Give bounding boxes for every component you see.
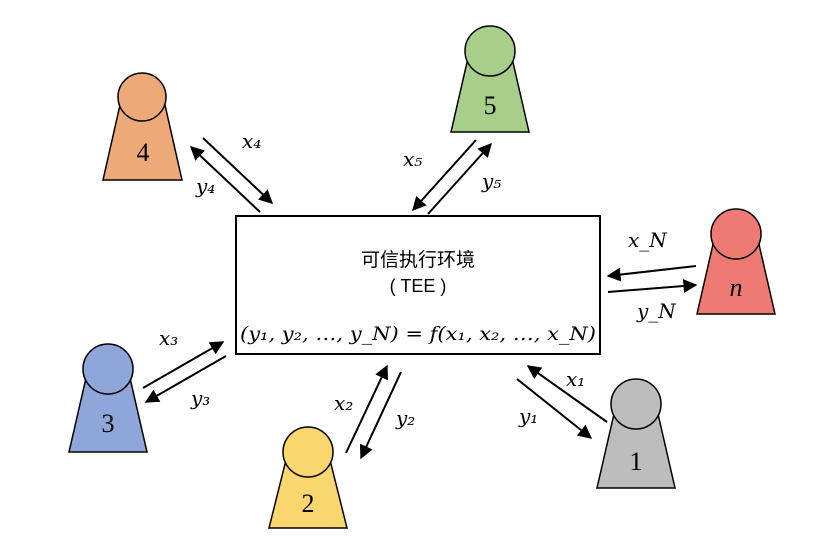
arrow-x1 [526, 365, 608, 423]
arrow-x3 [142, 341, 225, 389]
arrow-y4 [189, 146, 261, 213]
node-4-label: 4 [137, 138, 150, 167]
tee-subtitle: ( TEE ) [390, 276, 447, 296]
node-5: 5 [450, 25, 530, 133]
node-3-head [82, 343, 134, 395]
node-5-head [464, 25, 516, 77]
arrow-labels: x₄ y₄ x₅ y₅ x_N y_N x₃ y₃ x₂ y₂ x₁ y₁ [159, 129, 677, 430]
node-n-label: n [730, 273, 743, 302]
node-3-label: 3 [102, 409, 115, 438]
node-n: n [696, 208, 776, 315]
label-y3: y₃ [190, 386, 210, 410]
label-x4: x₄ [242, 129, 261, 153]
node-n-head [710, 208, 762, 260]
tee-formula: (y₁, y₂, …, y_N) = f(x₁, x₂, …, x_N) [240, 323, 596, 345]
node-5-label: 5 [484, 91, 497, 120]
arrow-y1 [516, 378, 593, 439]
arrows [142, 137, 698, 460]
arrow-x4 [202, 137, 274, 204]
label-x2: x₂ [334, 391, 353, 415]
label-xN: x_N [628, 228, 668, 252]
node-2: 2 [268, 426, 348, 529]
arrow-xN [606, 265, 697, 282]
label-y2: y₂ [395, 406, 415, 430]
label-x1: x₁ [566, 367, 585, 391]
node-2-label: 2 [302, 489, 315, 518]
node-4-head [117, 72, 167, 122]
label-x3: x₃ [159, 326, 178, 350]
arrow-x2 [345, 364, 388, 454]
arrow-y3 [144, 355, 227, 403]
arrow-y5 [427, 142, 492, 215]
node-1-head [610, 378, 662, 430]
node-1-label: 1 [630, 447, 643, 476]
node-4: 4 [102, 72, 183, 181]
tee-box: 可信执行环境 ( TEE ) (y₁, y₂, …, y_N) = f(x₁, … [235, 215, 601, 355]
label-yN: y_N [636, 299, 677, 323]
tee-title: 可信执行环境 [361, 249, 475, 271]
label-x5: x₅ [403, 147, 422, 171]
label-y4: y₄ [195, 174, 215, 198]
label-y1: y₁ [518, 404, 538, 428]
arrow-yN [607, 279, 698, 293]
label-y5: y₅ [481, 169, 501, 193]
node-1: 1 [596, 378, 676, 489]
arrow-y2 [359, 371, 402, 460]
node-3: 3 [68, 343, 148, 453]
arrow-x5 [412, 139, 477, 212]
node-2-head [282, 426, 334, 478]
